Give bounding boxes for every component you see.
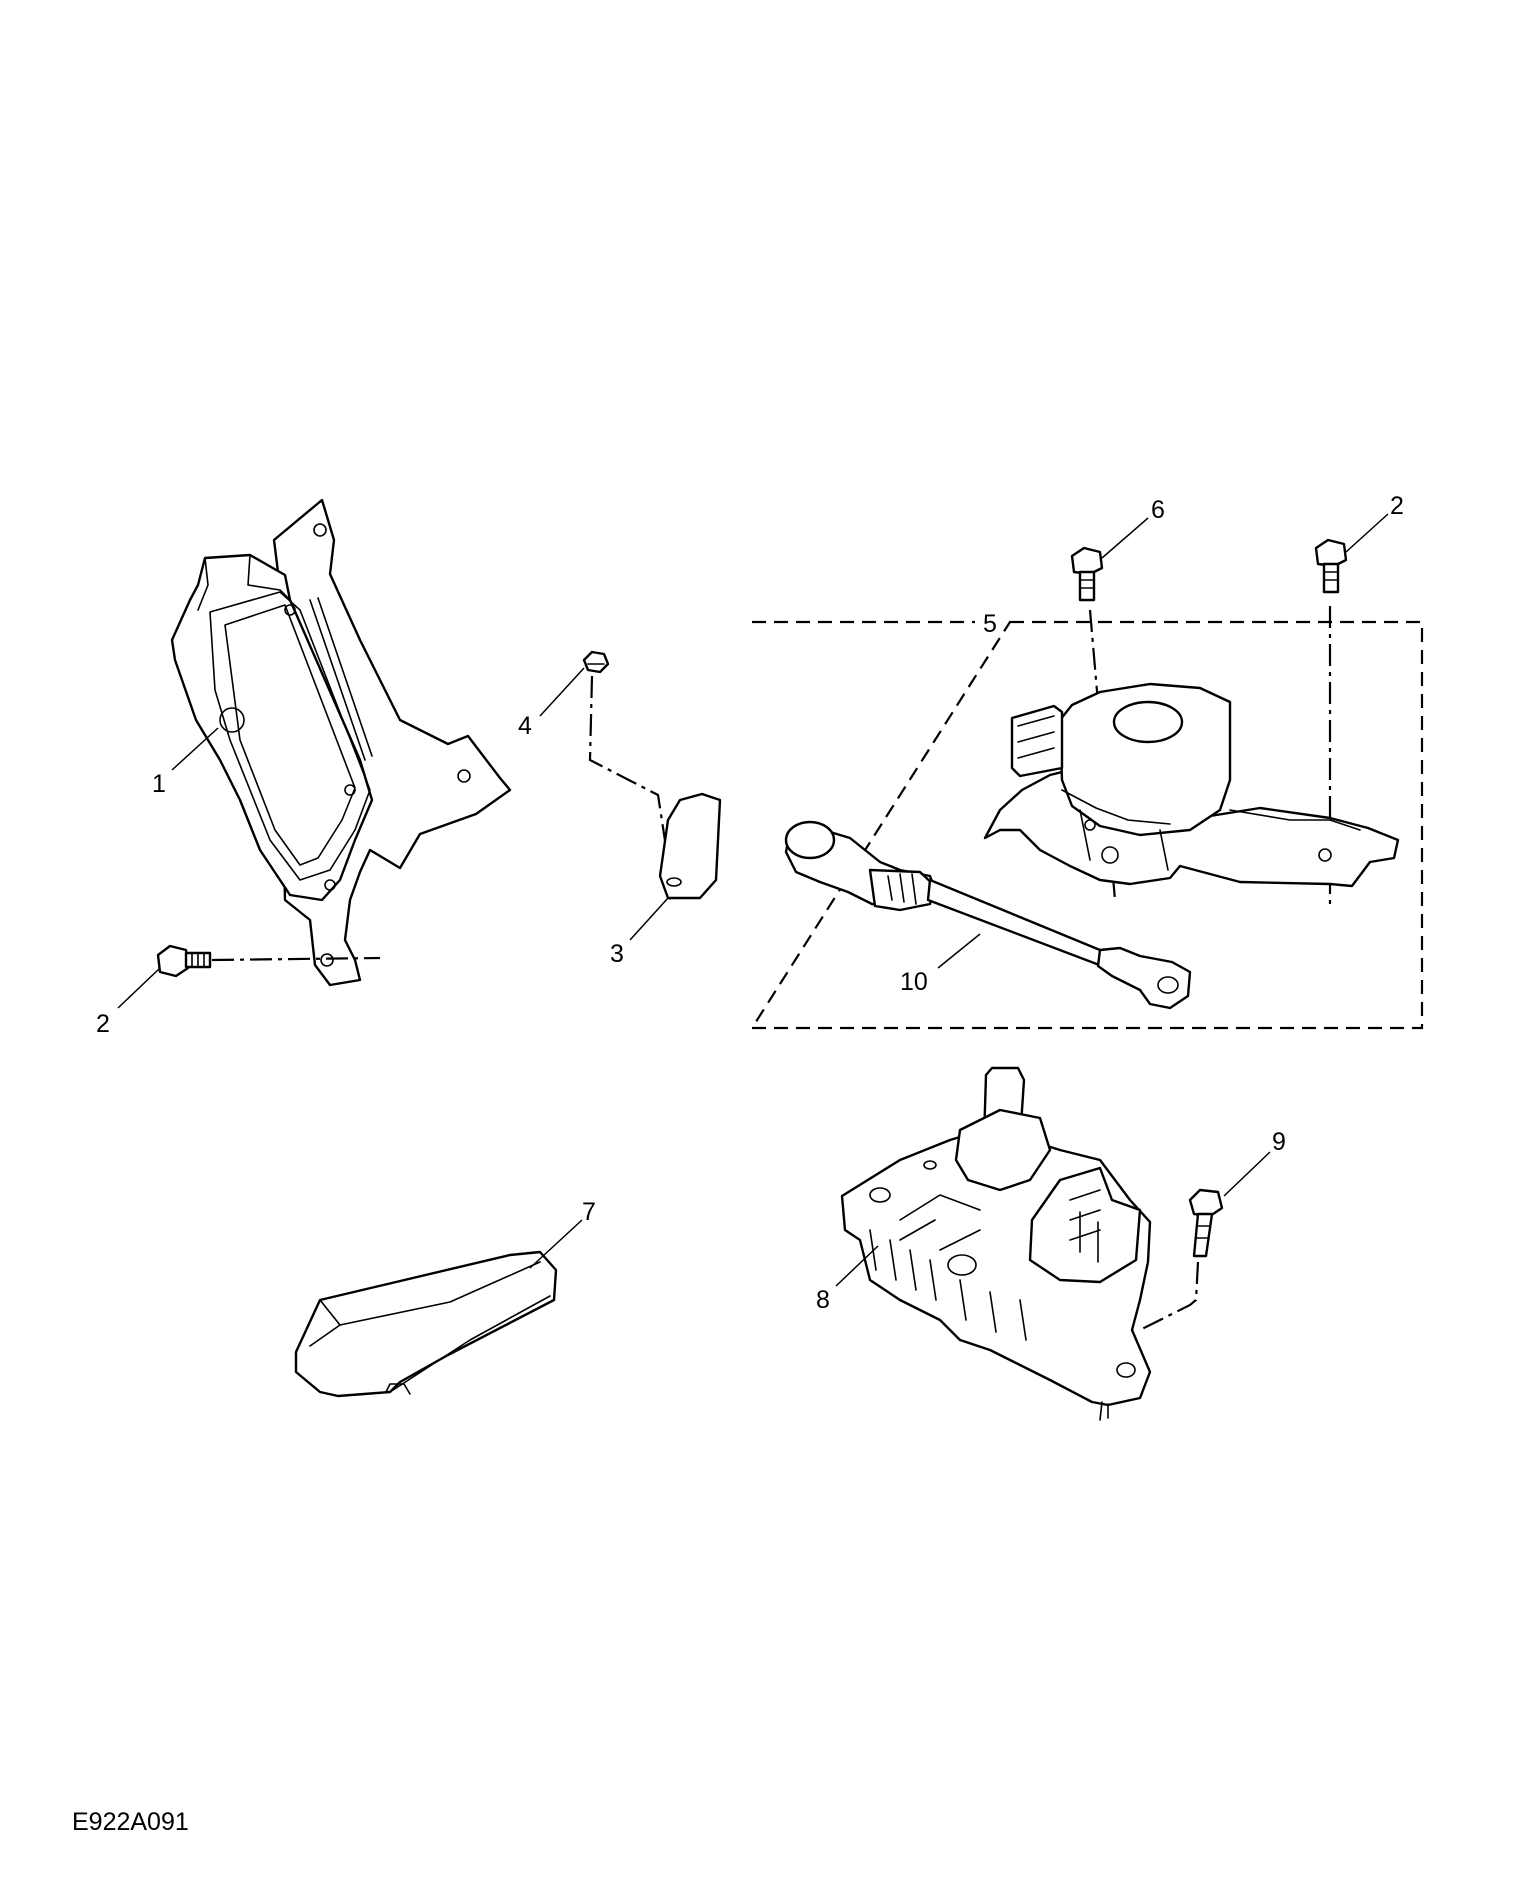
callout-7: 7 xyxy=(582,1198,596,1226)
leader-3 xyxy=(629,897,669,941)
part-9-bolt xyxy=(1139,1188,1224,1331)
leader-2b xyxy=(1345,513,1389,553)
callout-labels: 1 2 3 4 5 6 2 10 7 8 9 xyxy=(96,492,1404,1314)
part-2-bolt-left xyxy=(156,944,381,978)
leader-lines xyxy=(117,513,1389,1287)
callout-10: 10 xyxy=(900,968,928,996)
callout-2-left: 2 xyxy=(96,1010,110,1038)
leader-4 xyxy=(539,667,585,717)
part-1-control-module xyxy=(170,498,512,987)
part-4-nut xyxy=(582,650,672,901)
leader-7 xyxy=(529,1219,583,1269)
callout-8: 8 xyxy=(816,1286,830,1314)
part-5-actuator xyxy=(983,682,1400,888)
callout-6: 6 xyxy=(1151,496,1165,524)
part-3-pad xyxy=(658,792,722,900)
part-7-cover xyxy=(294,1250,558,1398)
figure-reference-code: E922A091 xyxy=(72,1808,189,1836)
callout-1: 1 xyxy=(152,770,166,798)
leader-10 xyxy=(937,933,981,969)
leader-2a xyxy=(117,967,161,1009)
leader-8 xyxy=(835,1245,879,1287)
callout-9: 9 xyxy=(1272,1128,1286,1156)
callout-4: 4 xyxy=(518,712,532,740)
callout-5: 5 xyxy=(983,610,997,638)
callout-2-right: 2 xyxy=(1390,492,1404,520)
callout-3: 3 xyxy=(610,940,624,968)
part-10-cable xyxy=(784,820,1192,1010)
leader-6 xyxy=(1101,517,1149,559)
part-8-shifter-assembly xyxy=(840,1066,1152,1421)
part-5-kit-boundary xyxy=(749,620,1424,1030)
leader-1 xyxy=(171,727,219,771)
leader-9 xyxy=(1223,1151,1271,1197)
